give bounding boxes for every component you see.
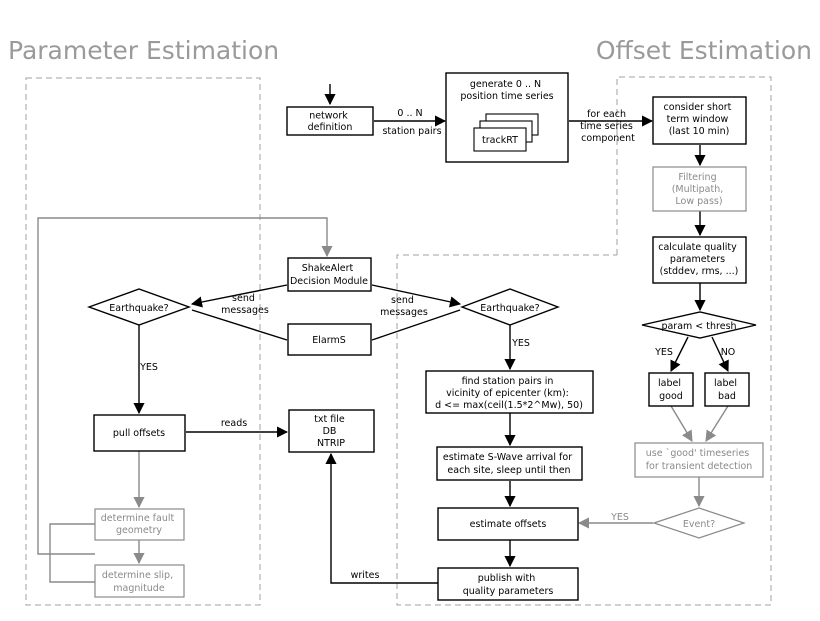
node-use-good[interactable]: use `good' timeseries for transient dete… — [634, 442, 764, 478]
node-pull-offsets[interactable]: pull offsets — [93, 414, 186, 452]
label-writes: writes — [351, 570, 380, 581]
node-publish[interactable]: publish with quality parameters — [437, 567, 579, 601]
network-definition-text: network definition — [308, 111, 353, 134]
node-shakealert[interactable]: ShakeAlert Decision Module — [287, 257, 372, 292]
slip-magnitude-text: determine slip, magnitude — [102, 570, 176, 594]
node-storage[interactable]: txt file DB NTRIP — [288, 409, 375, 453]
publish-text: publish with quality parameters — [463, 573, 554, 597]
edge-param-good — [670, 336, 689, 373]
edge-good-use — [670, 405, 693, 442]
node-param-thresh[interactable]: param < thresh — [641, 311, 757, 339]
fault-geometry-text: determine fault geometry — [101, 513, 178, 536]
quality-parameters-text: calculate quality parameters (stddev, rm… — [658, 242, 740, 277]
label-bad-text: label bad — [714, 378, 740, 402]
offset-estimation-title: Offset Estimation — [596, 36, 812, 65]
label-for-each: for each time series component — [580, 109, 636, 144]
node-slip-magnitude[interactable]: determine slip, magnitude — [94, 564, 185, 598]
param-thresh-text: param < thresh — [661, 321, 736, 332]
label-send-left: send messages — [221, 293, 269, 316]
node-filtering[interactable]: Filtering (Multipath, Low pass) — [652, 166, 747, 212]
node-find-station-pairs[interactable]: find station pairs in vicinity of epicen… — [425, 370, 594, 414]
trackrt-box — [473, 127, 527, 152]
elarms-text: ElarmS — [312, 335, 346, 346]
find-station-pairs-text: find station pairs in vicinity of epicen… — [435, 376, 583, 411]
node-estimate-swave[interactable]: estimate S-Wave arrival for each site, s… — [436, 446, 583, 481]
edges — [37, 84, 729, 584]
node-quality-parameters[interactable]: calculate quality parameters (stddev, rm… — [652, 236, 747, 284]
generate-series-text: generate 0 .. N position time series — [460, 79, 553, 102]
estimate-swave-text: estimate S-Wave arrival for each site, s… — [443, 452, 575, 476]
filtering-text: Filtering (Multipath, Low pass) — [672, 172, 727, 207]
node-estimate-offsets[interactable]: estimate offsets — [437, 507, 579, 541]
edge-elarms-eq-right — [371, 309, 461, 341]
storage-text: txt file DB NTRIP — [314, 414, 348, 449]
label-good-text: label good — [658, 378, 684, 402]
node-consider-window[interactable]: consider short term window (last 10 min) — [652, 96, 747, 145]
label-yes-left: YES — [139, 362, 158, 373]
label-send-right: send messages — [380, 295, 428, 318]
label-yes-thresh: YES — [654, 347, 673, 358]
edge-slip-loop — [49, 523, 95, 583]
label-yes-event: YES — [610, 512, 629, 523]
edge-bad-use — [705, 405, 729, 442]
edge-shakealert-eq-left — [190, 284, 288, 308]
node-label-bad[interactable]: label bad — [704, 372, 750, 407]
consider-window-text: consider short term window (last 10 min) — [664, 102, 735, 137]
event-text: Event? — [683, 519, 715, 530]
node-label-good[interactable]: label good — [648, 372, 694, 407]
label-reads: reads — [221, 418, 247, 429]
use-good-text: use `good' timeseries for transient dete… — [646, 448, 753, 472]
label-no-thresh: NO — [721, 347, 736, 358]
edge-shakealert-eq-right — [371, 284, 462, 308]
pull-offsets-text: pull offsets — [113, 428, 165, 439]
node-fault-geometry[interactable]: determine fault geometry — [94, 508, 185, 541]
label-station-pairs: station pairs — [382, 126, 441, 137]
edge-publish-storage — [325, 452, 438, 584]
label-zero-n: 0 .. N — [397, 108, 422, 119]
earthquake-left-text: Earthquake? — [109, 303, 168, 314]
trackrt-text: trackRT — [482, 135, 518, 146]
edge-param-bad — [711, 336, 729, 373]
offset-estimation-region — [396, 76, 772, 606]
earthquake-right-text: Earthquake? — [480, 303, 539, 314]
node-event[interactable]: Event? — [652, 507, 746, 539]
node-elarms[interactable]: ElarmS — [287, 323, 372, 356]
node-generate-series[interactable]: generate 0 .. N position time series ...… — [445, 72, 569, 163]
parameter-estimation-title: Parameter Estimation — [8, 36, 279, 65]
edge-fault-loop — [37, 217, 333, 555]
label-yes-right: YES — [511, 338, 530, 349]
node-earthquake-right[interactable]: Earthquake? — [460, 288, 560, 326]
estimate-offsets-text: estimate offsets — [470, 519, 547, 530]
node-network-definition[interactable]: network definition — [286, 106, 374, 136]
shakealert-text: ShakeAlert Decision Module — [290, 263, 368, 287]
edge-elarms-eq-left — [191, 309, 288, 341]
node-earthquake-left[interactable]: Earthquake? — [86, 288, 192, 326]
